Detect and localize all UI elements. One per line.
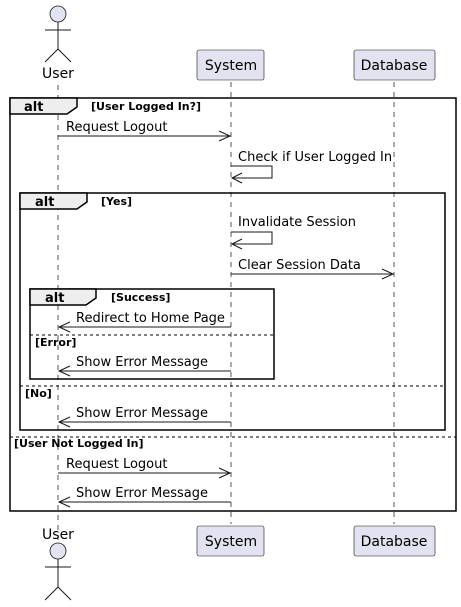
svg-text:Show Error Message: Show Error Message [76, 355, 208, 370]
fragment-outer: alt [User Logged In?] [User Not Logged I… [9, 97, 457, 512]
actor-user-bottom: User [42, 527, 74, 601]
fragment-outer-guard: [User Logged In?] [91, 100, 201, 113]
svg-text:Clear Session Data: Clear Session Data [238, 258, 361, 273]
message-request-logout-2: Request Logout [58, 457, 232, 479]
svg-text:Show Error Message: Show Error Message [76, 486, 208, 501]
participant-database-bottom: Database [353, 525, 436, 557]
fragment-success-else-guard: [Error] [35, 336, 76, 349]
participant-label-database: Database [361, 58, 428, 74]
participant-system-top: System [196, 49, 265, 81]
message-request-logout-1: Request Logout [58, 120, 232, 142]
message-check-logged-in: Check if User Logged In [230, 150, 392, 184]
svg-text:Invalidate Session: Invalidate Session [238, 215, 356, 230]
message-clear-session-data: Clear Session Data [231, 258, 395, 280]
participant-label-system: System [205, 58, 257, 74]
fragment-outer-keyword: alt [24, 100, 43, 115]
fragment-outer-else-guard: [User Not Logged In] [14, 437, 144, 450]
svg-text:Redirect to Home Page: Redirect to Home Page [76, 311, 225, 326]
fragment-success-keyword: alt [45, 291, 64, 306]
actor-head [49, 5, 67, 23]
participant-system-bottom: System [196, 525, 265, 557]
actor-user-top: User [42, 5, 74, 82]
fragment-yes-guard: [Yes] [101, 195, 132, 208]
fragment-success-guard: [Success] [111, 291, 170, 304]
fragment-yes-else-guard: [No] [25, 387, 52, 400]
participant-label-user-bottom: User [42, 527, 74, 543]
message-invalidate-session: Invalidate Session [230, 215, 356, 250]
participant-label-user: User [42, 66, 74, 82]
svg-text:Request Logout: Request Logout [66, 457, 167, 472]
svg-text:Check if User Logged In: Check if User Logged In [238, 150, 392, 165]
svg-text:Show Error Message: Show Error Message [76, 406, 208, 421]
fragment-yes: alt [Yes] [No] [19, 192, 446, 431]
message-show-error-2: Show Error Message [57, 406, 231, 428]
fragment-success: alt [Success] [Error] [29, 288, 275, 380]
message-show-error-3: Show Error Message [57, 486, 231, 508]
message-show-error-1: Show Error Message [57, 355, 231, 377]
message-redirect-home: Redirect to Home Page [57, 311, 231, 333]
fragment-yes-keyword: alt [35, 195, 54, 210]
participant-database-top: Database [353, 49, 436, 81]
participant-label-database-bottom: Database [361, 534, 428, 550]
actor-head-bottom [49, 542, 67, 560]
participant-label-system-bottom: System [205, 534, 257, 550]
svg-text:Request Logout: Request Logout [66, 120, 167, 135]
